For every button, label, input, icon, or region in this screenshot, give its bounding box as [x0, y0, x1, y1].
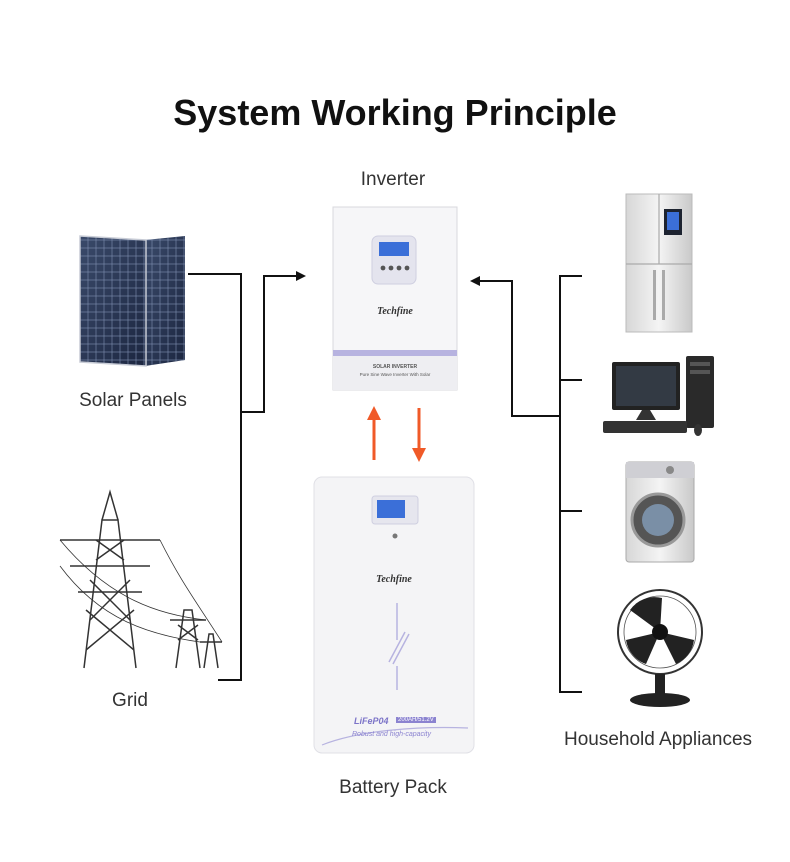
battery-pack-image — [313, 476, 475, 754]
battery-brand: Techfine — [376, 574, 412, 585]
solar-panels-label: Solar Panels — [79, 390, 187, 411]
washing-machine-image — [625, 461, 695, 563]
inverter-image — [332, 206, 458, 391]
source-to-inverter-arrow — [241, 271, 306, 413]
grid-label: Grid — [112, 690, 148, 711]
solar-panels-image — [79, 235, 185, 367]
inverter-brand: Techfine — [377, 306, 413, 317]
battery-spec: 200AH/51.2V — [396, 717, 436, 723]
inverter-plate-title: SOLAR INVERTER — [372, 364, 418, 370]
battery-charge-arrows — [367, 406, 426, 462]
household-appliances-label: Household Appliances — [563, 729, 753, 750]
appliance-bus-line — [470, 275, 582, 693]
refrigerator-image — [625, 193, 693, 333]
grid-towers-image — [59, 489, 223, 669]
inverter-label: Inverter — [360, 169, 426, 190]
inverter-plate-subtitle: Pure Sine Wave Inverter With Solar — [359, 372, 431, 377]
electric-fan-image — [617, 589, 703, 707]
solar-line — [188, 273, 242, 681]
battery-pack-label: Battery Pack — [339, 777, 447, 798]
computer-image — [603, 356, 714, 436]
page-title: System Working Principle — [173, 92, 617, 133]
battery-chemistry: LiFeP04 — [354, 716, 389, 726]
battery-tagline: Robust and high-capacity — [352, 731, 431, 738]
